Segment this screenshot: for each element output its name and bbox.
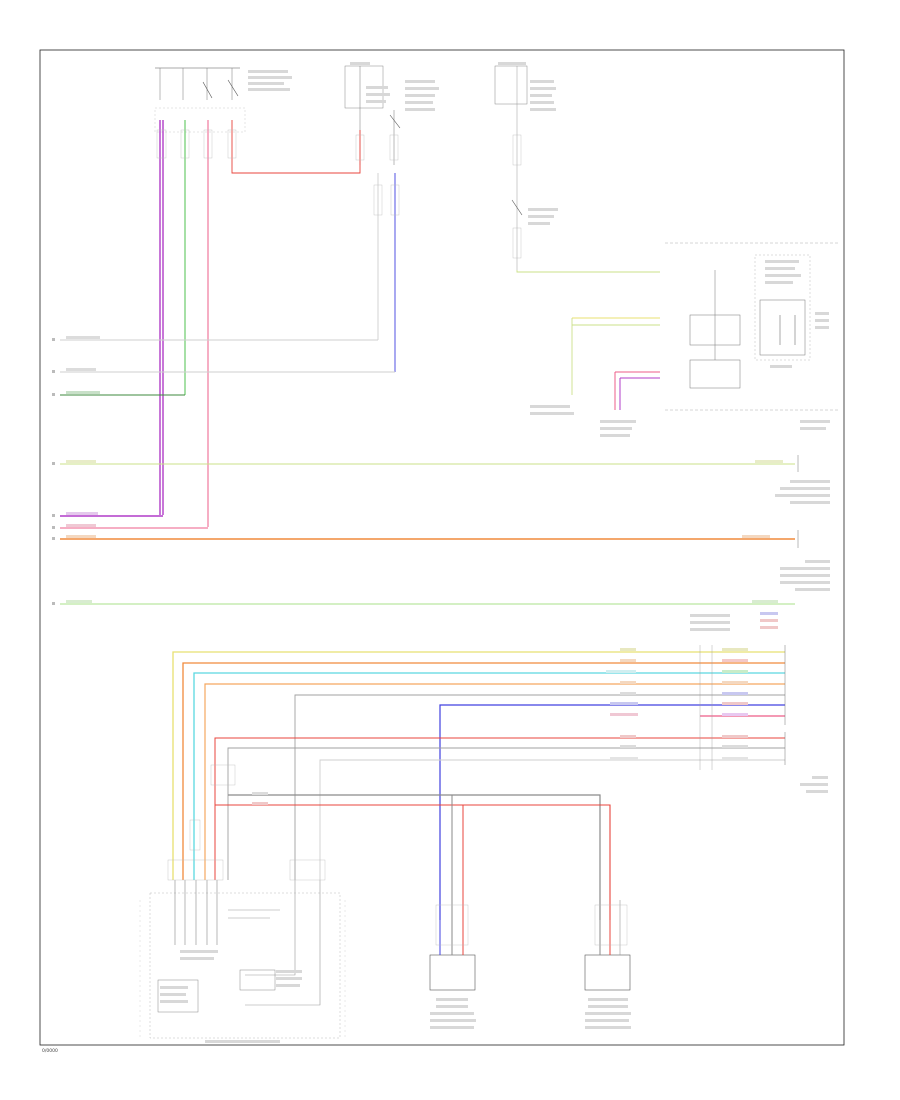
lower-harness-wires (172, 651, 785, 1006)
lower-harness-tags (252, 648, 638, 805)
lower-right-pin-column (699, 645, 786, 770)
top-connector-marks (156, 129, 522, 259)
top-middle-relay-group (344, 62, 439, 165)
page-code: 0/0000 (42, 1048, 58, 1054)
right-module-labels (690, 420, 830, 793)
sensor-label-block (498, 62, 558, 225)
right-edge-connectors (742, 455, 799, 629)
turbine-speed-sensor (429, 904, 476, 1029)
junction-module-right (714, 254, 829, 368)
bottom-connector-marks (167, 764, 326, 881)
control-valve-body (149, 880, 341, 1043)
lower-side-markers (139, 900, 346, 1040)
top-right-sensor-group (494, 62, 558, 270)
left-horizontal-wires (60, 339, 795, 605)
mid-right-relay (530, 314, 741, 437)
relay-label-block (350, 62, 439, 111)
top-vertical-wires (159, 120, 660, 527)
diagram-frame (39, 49, 845, 1046)
switch-label-block (248, 70, 292, 91)
left-wire-tags (66, 336, 100, 603)
top-left-switch-group (154, 67, 292, 133)
dashed-section-divider-top (665, 242, 838, 411)
left-pin-markers (52, 338, 55, 605)
output-speed-sensor (584, 900, 631, 1029)
